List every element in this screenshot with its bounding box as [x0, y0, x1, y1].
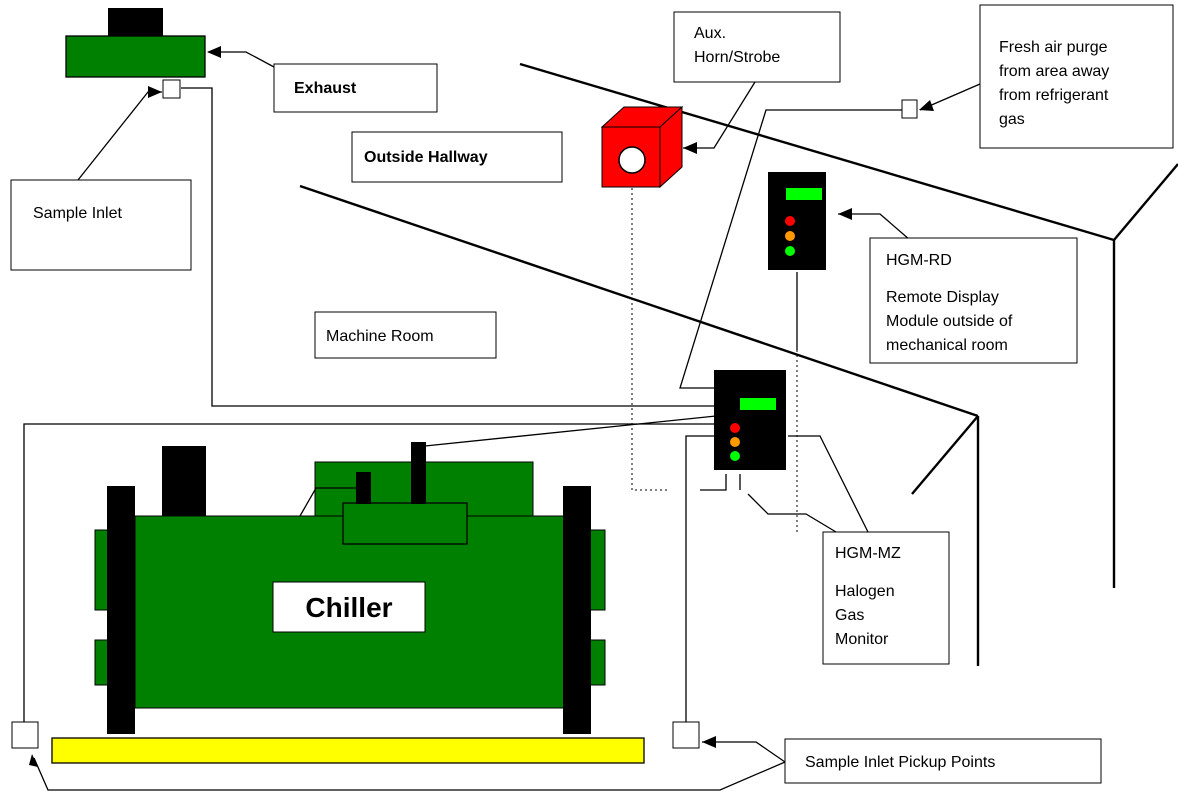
exhaust-fan	[65, 8, 206, 99]
monitor-drop-wire-1	[700, 474, 727, 491]
horn-strobe	[600, 105, 684, 189]
label-outside-hallway: Outside Hallway	[351, 131, 563, 183]
hgm-rd-desc-line3: mechanical room	[886, 337, 1008, 354]
label-sample-inlet: Sample Inlet	[10, 179, 192, 271]
fresh-air-line2: from area away	[999, 63, 1109, 80]
aux-label-box	[673, 11, 841, 83]
hgm-rd-desc-line1: Remote Display	[886, 289, 999, 306]
hgm-rd-orange-led-icon	[785, 231, 795, 241]
hgm-mz-desc-line1: Halogen	[835, 583, 895, 600]
tubing	[23, 87, 904, 722]
outside-hallway-label: Outside Hallway	[364, 149, 488, 166]
wall-top	[519, 62, 1115, 242]
wall-lower-diagonal	[911, 415, 979, 495]
hgm-mz-orange-led-icon	[730, 437, 740, 447]
chiller-tube-sheet-left	[107, 486, 135, 734]
fresh-air-line4: gas	[999, 111, 1025, 128]
sample-inlet-label-box	[10, 179, 192, 271]
hgm-rd-title: HGM-RD	[886, 252, 952, 269]
aux-label-line1: Aux.	[694, 25, 726, 42]
fresh-air-label-box	[979, 4, 1174, 149]
callout-leaders	[29, 46, 981, 791]
chiller-control-box	[342, 502, 468, 545]
sample-inlet-arrow-icon	[148, 86, 162, 98]
exhaust-sample-port	[162, 79, 181, 99]
hgm-mz-leader-2	[747, 493, 837, 533]
label-aux: Aux. Horn/Strobe	[673, 11, 841, 83]
hgm-rd-red-led-icon	[785, 216, 795, 226]
fresh-air-line3: from refrigerant	[999, 87, 1109, 104]
chiller-tube-sheet-right	[563, 486, 591, 734]
machine-room-label-box	[314, 311, 497, 359]
exhaust-housing	[65, 35, 206, 78]
hgm-rd-green-led-icon	[785, 246, 795, 256]
label-pickup-points: Sample Inlet Pickup Points	[784, 738, 1102, 784]
chiller-label-box	[272, 581, 426, 633]
strobe-side	[659, 105, 683, 189]
wall-corner-diagonal	[1113, 163, 1178, 241]
fresh-air-port	[901, 99, 918, 119]
hgm-mz-desc-line2: Gas	[835, 607, 864, 624]
exhaust-stack	[108, 8, 163, 38]
hgm-mz-device	[714, 370, 786, 470]
aux-arrow-icon	[683, 142, 697, 154]
outside-hallway-label-box	[351, 131, 563, 183]
hgm-rd-device	[768, 172, 826, 270]
hgm-mz-title: HGM-MZ	[835, 545, 901, 562]
hgm-mz-housing	[714, 370, 786, 470]
hgm-mz-green-led-icon	[730, 451, 740, 461]
label-fresh-air: Fresh air purge from area away from refr…	[979, 4, 1174, 149]
chiller-signal-wire	[424, 415, 717, 447]
hgm-rd-desc-line2: Module outside of	[886, 313, 1013, 330]
pickup-points-label: Sample Inlet Pickup Points	[805, 754, 995, 771]
exhaust-label-box	[273, 63, 438, 113]
label-exhaust: Exhaust	[273, 63, 438, 113]
label-hgm-rd: HGM-RD Remote Display Module outside of …	[869, 237, 1078, 364]
hgm-rd-display	[786, 188, 822, 200]
label-machine-room: Machine Room	[314, 311, 497, 359]
fresh-air-tube	[679, 109, 904, 389]
chiller-base	[51, 737, 645, 764]
machine-room-label: Machine Room	[326, 328, 434, 345]
chiller-post-left	[356, 472, 371, 504]
hgm-mz-display	[740, 398, 776, 410]
hgm-rd-housing	[768, 172, 826, 270]
wall-middle	[299, 184, 979, 418]
fresh-air-arrow-icon	[919, 100, 934, 111]
exhaust-sample-tube	[181, 87, 716, 407]
hgm-mz-red-led-icon	[730, 423, 740, 433]
strobe-wire	[631, 188, 670, 491]
chiller-label: Chiller	[305, 592, 392, 623]
label-chiller: Chiller	[272, 581, 426, 633]
hgm-mz-label-box	[822, 531, 950, 665]
sample-inlet-leader	[77, 91, 162, 181]
label-hgm-mz: HGM-MZ Halogen Gas Monitor	[822, 531, 950, 665]
right-pickup-point	[672, 721, 700, 749]
left-pickup-tube	[23, 423, 716, 722]
walls	[299, 62, 1178, 666]
right-pickup-tube	[685, 435, 716, 722]
pickup-left-arrow-icon	[29, 754, 38, 767]
pickup-leader-right	[702, 741, 786, 763]
aux-label-line2: Horn/Strobe	[694, 49, 780, 66]
chiller-pipe-link	[299, 487, 356, 517]
hgm-rd-label-box	[869, 237, 1078, 364]
hgm-mz-desc-line3: Monitor	[835, 631, 889, 648]
strobe-lens-icon	[618, 146, 646, 174]
pickup-right-arrow-icon	[702, 736, 716, 748]
exhaust-arrow-icon	[207, 46, 221, 58]
chiller-stack	[162, 446, 206, 516]
sample-inlet-label: Sample Inlet	[33, 205, 122, 222]
hgm-mz-leader	[788, 435, 869, 533]
pickup-points-label-box	[784, 738, 1102, 784]
hgm-rd-arrow-icon	[838, 208, 852, 220]
pickup-leader-left	[33, 757, 786, 791]
chiller-post-right	[411, 442, 426, 504]
fresh-air-line1: Fresh air purge	[999, 39, 1108, 56]
left-pickup-point	[11, 721, 39, 749]
exhaust-label: Exhaust	[294, 80, 357, 97]
